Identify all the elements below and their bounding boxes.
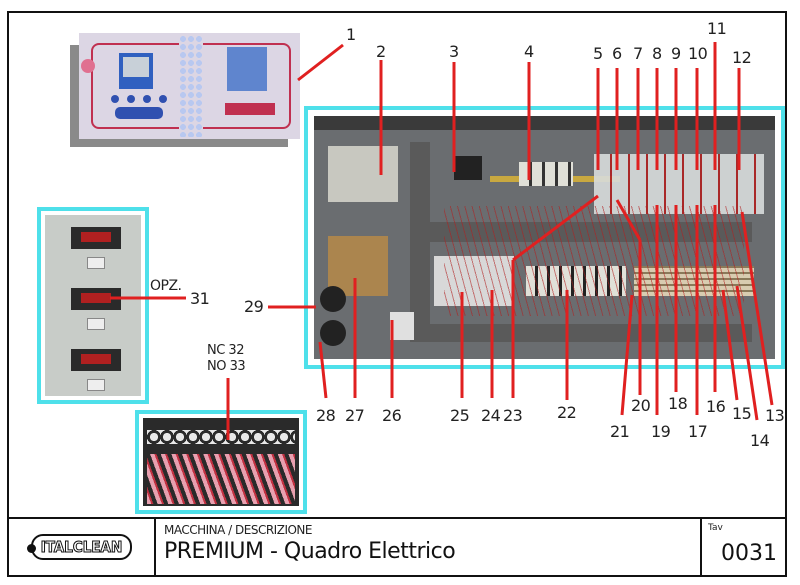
callout-22: 22 [557, 403, 577, 422]
callout-26: 26 [382, 406, 402, 425]
callout-27: 27 [345, 406, 365, 425]
callout-2: 2 [376, 42, 386, 61]
callout-18: 18 [668, 394, 688, 413]
callout-4: 4 [524, 42, 534, 61]
terminal-block-photo-frame [135, 410, 307, 514]
callout-17: 17 [688, 422, 708, 441]
callout-12: 12 [732, 48, 752, 67]
callout-16: 16 [706, 397, 726, 416]
logo-text: ITALCLEAN [40, 538, 123, 557]
power-button-icon [81, 59, 95, 73]
callout-19: 19 [651, 422, 671, 441]
callout-6: 6 [612, 44, 622, 63]
electrical-cabinet-photo [314, 116, 775, 359]
brand-mark [225, 103, 275, 115]
title-block-description: MACCHINA / DESCRIZIONE PREMIUM - Quadro … [156, 519, 702, 575]
thermostats-photo-frame [37, 207, 149, 404]
callout-8: 8 [652, 44, 662, 63]
callout-31-prefix: OPZ. [150, 278, 182, 294]
italclean-logo: ITALCLEAN [26, 534, 133, 560]
thermostats-photo [45, 215, 141, 396]
terminal-block-photo [143, 418, 299, 506]
callout-10: 10 [688, 44, 708, 63]
description-caption: MACCHINA / DESCRIZIONE [164, 523, 313, 537]
callout-no-33: NO 33 [207, 359, 246, 374]
callout-28: 28 [316, 406, 336, 425]
callout-20: 20 [631, 396, 651, 415]
title-block: ITALCLEAN MACCHINA / DESCRIZIONE PREMIUM… [7, 517, 787, 577]
title-block-logo: ITALCLEAN [9, 519, 156, 575]
callout-15: 15 [732, 404, 752, 423]
callout-14: 14 [750, 431, 770, 450]
electrical-cabinet-photo-frame [304, 106, 785, 369]
callout-24: 24 [481, 406, 501, 425]
callout-1: 1 [346, 25, 356, 44]
callout-nc-32: NC 32 [207, 343, 244, 358]
callout-21: 21 [610, 422, 630, 441]
callout-25: 25 [450, 406, 470, 425]
sheet-label: Tav [708, 523, 723, 533]
callout-7: 7 [633, 44, 643, 63]
thermostat-display-3 [71, 349, 121, 371]
callout-13: 13 [765, 406, 785, 425]
drawing-title: PREMIUM - Quadro Elettrico [164, 539, 456, 564]
callout-31: 31 [190, 289, 210, 308]
sheet-number: 0031 [721, 541, 777, 566]
callout-23: 23 [503, 406, 523, 425]
lcd-display [119, 53, 153, 89]
callout-9: 9 [671, 44, 681, 63]
title-block-sheet: Tav 0031 [702, 519, 785, 575]
logo-dot-icon [26, 544, 36, 553]
callout-11: 11 [707, 19, 727, 38]
callout-3: 3 [449, 42, 459, 61]
callout-5: 5 [593, 44, 603, 63]
thermostat-display-2 [71, 288, 121, 310]
thermostat-display-1 [71, 227, 121, 249]
callout-29: 29 [244, 297, 264, 316]
control-panel-image [70, 33, 300, 147]
